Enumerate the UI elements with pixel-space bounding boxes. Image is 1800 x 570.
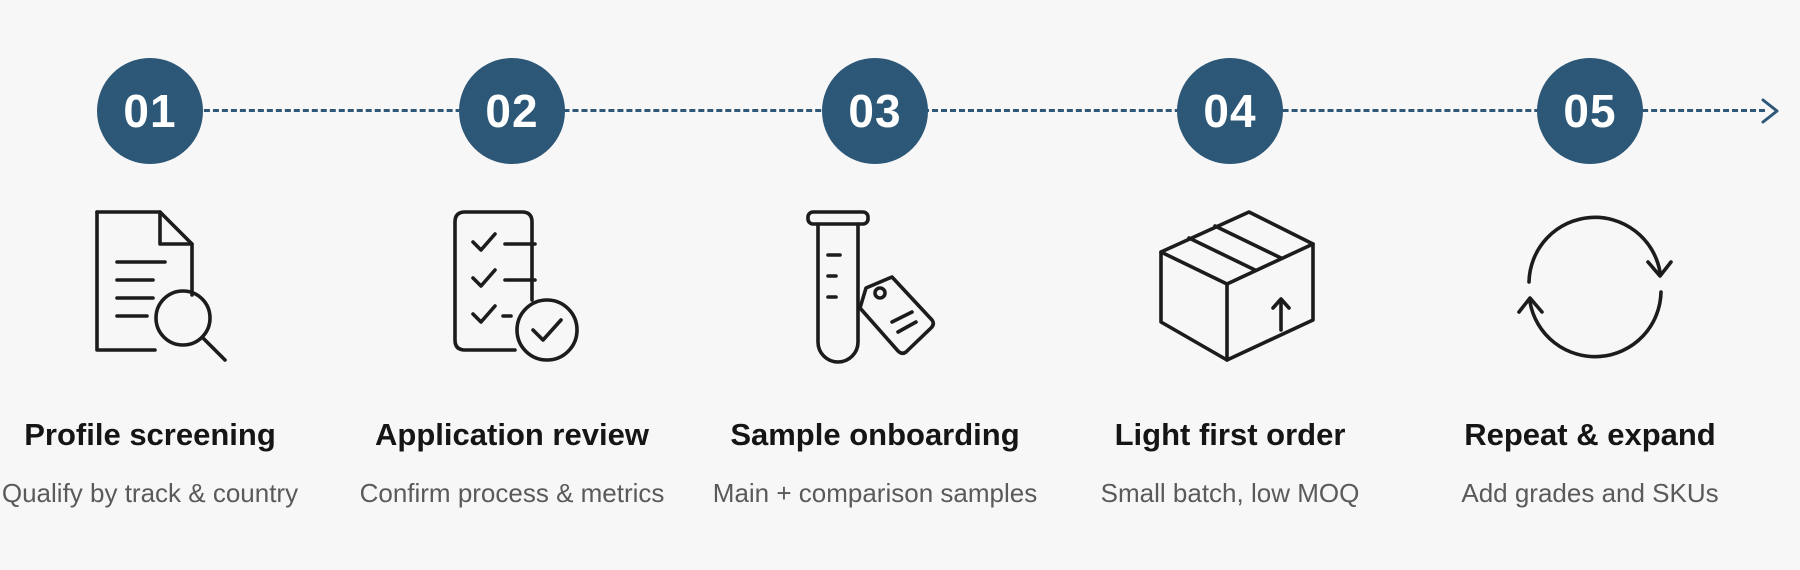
step-sample-onboarding: 03 Sample onboarding Main + comparison s…: [695, 0, 1055, 570]
step-subtitle: Confirm process & metrics: [359, 478, 665, 508]
timeline-arrow-icon: [1761, 98, 1779, 124]
timeline-dashed-line: [150, 109, 1765, 112]
step-subtitle: Qualify by track & country: [1, 478, 299, 508]
step-title: Repeat & expand: [1464, 417, 1716, 452]
step-title: Application review: [375, 417, 649, 452]
test-tube-tag-icon: [800, 200, 960, 375]
step-light-first-order: 04 Light first order Small batch, low MO…: [1050, 0, 1410, 570]
step-number-badge: 05: [1537, 58, 1643, 164]
step-repeat-expand: 05 Repeat & expand Add grades and SKUs: [1410, 0, 1770, 570]
step-subtitle: Main + comparison samples: [712, 478, 1038, 508]
box-icon: [1155, 200, 1315, 375]
step-title: Sample onboarding: [730, 417, 1020, 452]
refresh-cycle-icon: [1515, 200, 1675, 375]
step-number-badge: 01: [97, 58, 203, 164]
step-profile-screening: 01 Profile screening Qualify by track & …: [0, 0, 330, 570]
step-number-badge: 04: [1177, 58, 1283, 164]
step-subtitle: Small batch, low MOQ: [1100, 478, 1360, 508]
step-number-badge: 03: [822, 58, 928, 164]
step-title: Light first order: [1114, 417, 1346, 452]
step-application-review: 02 Application review Confirm process & …: [332, 0, 692, 570]
checklist-approved-icon: [437, 200, 597, 375]
step-subtitle: Add grades and SKUs: [1461, 478, 1719, 508]
step-number-badge: 02: [459, 58, 565, 164]
step-title: Profile screening: [24, 417, 276, 452]
document-search-icon: [75, 200, 235, 375]
